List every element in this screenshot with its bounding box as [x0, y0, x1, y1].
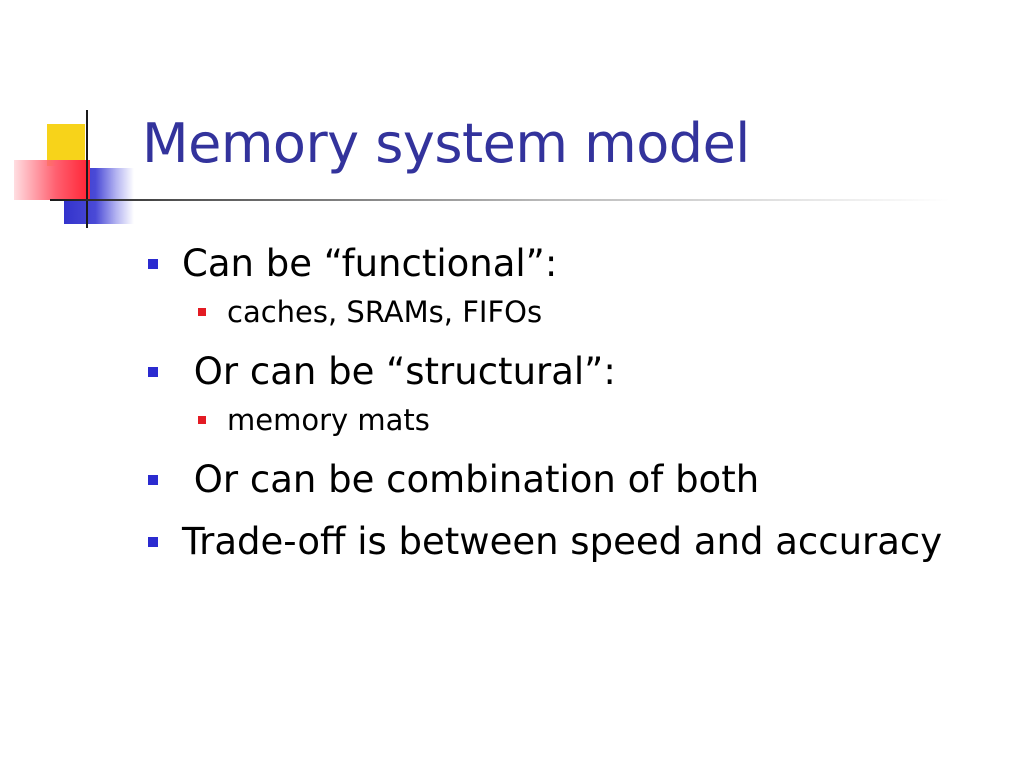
bullet-item: Can be “functional”: — [148, 238, 988, 290]
blue-square-bullet-icon — [148, 259, 158, 269]
bullet-item: Or can be “structural”: — [148, 346, 988, 398]
sub-bullet-text: caches, SRAMs, FIFOs — [227, 295, 543, 329]
blue-square-bullet-icon — [148, 537, 158, 547]
bullet-text: Can be “functional”: — [182, 242, 558, 285]
bullet-text: Trade-off is between speed and accuracy — [182, 520, 943, 563]
slide-title: Memory system model — [142, 112, 750, 175]
blue-square-bullet-icon — [148, 367, 158, 377]
sub-bullet-text: memory mats — [227, 403, 430, 437]
sub-bullet-item: caches, SRAMs, FIFOs — [148, 292, 988, 332]
title-underline-rule — [50, 199, 950, 201]
vertical-rule-decoration — [86, 110, 88, 228]
bullet-text: Or can be “structural”: — [182, 350, 616, 393]
blue-square-bullet-icon — [148, 475, 158, 485]
bullet-text: Or can be combination of both — [182, 458, 760, 501]
bullet-item: Or can be combination of both — [148, 454, 988, 506]
red-square-bullet-icon — [198, 308, 206, 316]
sub-bullet-item: memory mats — [148, 400, 988, 440]
red-square-bullet-icon — [198, 416, 206, 424]
bullet-item: Trade-off is between speed and accuracy — [148, 516, 988, 568]
bullet-list: Can be “functional”: caches, SRAMs, FIFO… — [148, 238, 988, 578]
yellow-block-decoration — [47, 124, 85, 166]
red-block-decoration — [14, 160, 90, 200]
